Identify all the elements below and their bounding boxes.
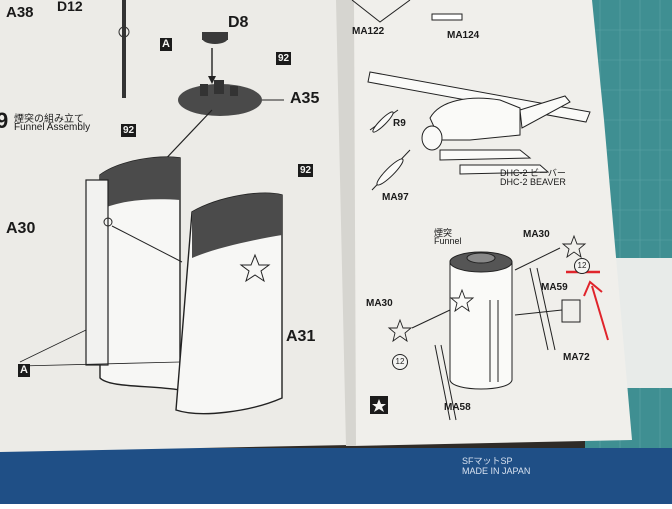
part-label-ma58: MA58 <box>444 402 471 413</box>
page-spine <box>336 0 356 446</box>
glue-92-right: 92 <box>298 164 314 177</box>
part-label-ma30-left: MA30 <box>366 298 393 309</box>
part-label-a31: A31 <box>286 328 316 345</box>
part-label-ma72: MA72 <box>563 352 590 363</box>
star-emblem <box>239 253 271 283</box>
step-title-en: Funnel Assembly <box>14 122 91 133</box>
red-arrow-head <box>583 280 603 297</box>
funnel-label-en: Funnel <box>434 236 462 246</box>
star-decal-right-2 <box>387 288 475 343</box>
red-arrow-shaft <box>591 285 609 341</box>
a35-base <box>178 84 262 116</box>
step-title-jp: 煙突の組み立て <box>14 114 84 125</box>
part-label-d12: D12 <box>57 0 83 14</box>
part-label-a30: A30 <box>6 220 36 237</box>
funnel-label-jp: 煙突 <box>434 228 453 238</box>
part-label-ma97: MA97 <box>382 192 409 203</box>
part-label-r9: R9 <box>393 118 406 129</box>
glue-92-top: 92 <box>276 52 292 65</box>
cutting-mat-blue <box>0 448 672 504</box>
part-label-d8: D8 <box>228 14 249 31</box>
part-label-ma122: MA122 <box>352 26 385 37</box>
funnel-assembly-drawing <box>411 247 581 421</box>
aircraft-label-en: DHC-2 BEAVER <box>500 177 566 187</box>
part-label-a38: A38 <box>6 4 34 21</box>
dhc2-beaver-drawing <box>367 71 591 191</box>
ref-a-box-top: A <box>160 38 172 51</box>
glue-92-left: 92 <box>121 124 137 137</box>
circled-12-left: 12 <box>392 354 408 370</box>
mat-origin-text: MADE IN JAPAN <box>462 466 531 476</box>
aircraft-label-jp: DHC-2 ビーバー <box>500 168 566 178</box>
circled-12-right: 12 <box>574 258 590 274</box>
part-label-ma30-top: MA30 <box>523 229 550 240</box>
star-decal-right-1 <box>561 234 587 259</box>
part-label-a35: A35 <box>290 90 320 107</box>
part-label-ma59: MA59 <box>541 282 568 293</box>
mat-brand-text: SFマットSP <box>462 456 513 466</box>
ref-a-box-bottom: A <box>18 364 30 377</box>
part-label-ma124: MA124 <box>447 30 480 41</box>
step-number: 9 <box>0 108 9 133</box>
